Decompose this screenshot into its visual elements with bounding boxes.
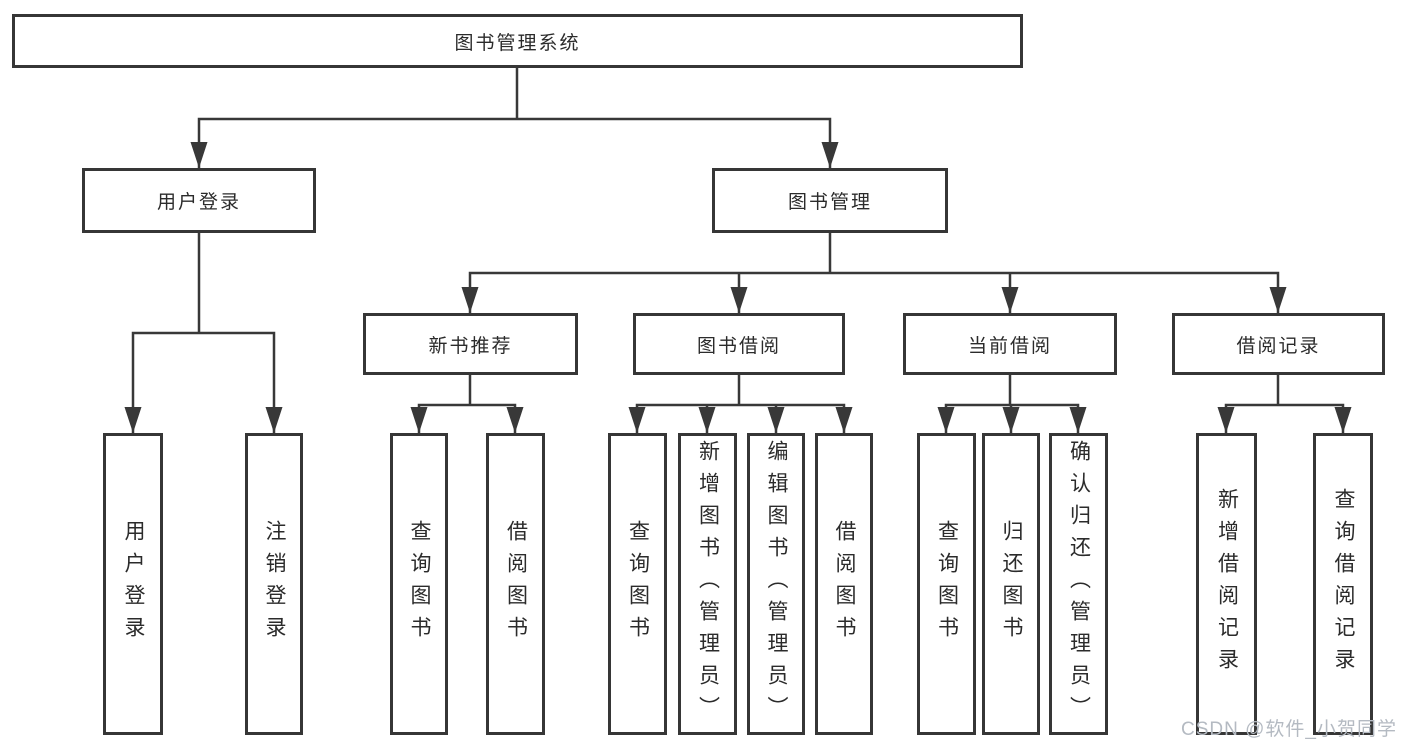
leaf-edit-book-admin: 编辑图书（管理员）: [747, 433, 805, 735]
leaf-borrow-books-recommend: 借阅图书: [486, 433, 545, 735]
watermark: CSDN @软件_小贺同学: [1181, 719, 1397, 740]
node-user-login: 用户登录: [82, 168, 316, 233]
node-borrow-records: 借阅记录: [1172, 313, 1385, 375]
connector-new-book-recommend: [417, 373, 517, 435]
leaf-query-books-current: 查询图书: [917, 433, 976, 735]
leaf-confirm-return-admin: 确认归还（管理员）: [1049, 433, 1108, 735]
leaf-borrow-books-2: 借阅图书: [815, 433, 873, 735]
node-book-borrow: 图书借阅: [633, 313, 845, 375]
connector-user-login: [131, 231, 276, 435]
leaf-query-books-borrow: 查询图书: [608, 433, 667, 735]
leaf-query-books-recommend: 查询图书: [390, 433, 448, 735]
leaf-logout: 注销登录: [245, 433, 303, 735]
leaf-user-login: 用户登录: [103, 433, 163, 735]
arrowheads: [124, 142, 1352, 433]
leaf-return-book: 归还图书: [982, 433, 1040, 735]
connector-book-management: [468, 231, 1280, 315]
node-current-borrow: 当前借阅: [903, 313, 1117, 375]
connector-borrow-records: [1224, 373, 1345, 435]
leaf-add-borrow-record: 新增借阅记录: [1196, 433, 1257, 735]
node-book-management: 图书管理: [712, 168, 948, 233]
leaf-add-book-admin: 新增图书（管理员）: [678, 433, 737, 735]
connector-book-borrow: [635, 373, 846, 435]
connector-root: [197, 66, 832, 170]
leaf-query-borrow-record: 查询借阅记录: [1313, 433, 1373, 735]
node-root: 图书管理系统: [12, 14, 1023, 68]
node-new-book-recommend: 新书推荐: [363, 313, 578, 375]
